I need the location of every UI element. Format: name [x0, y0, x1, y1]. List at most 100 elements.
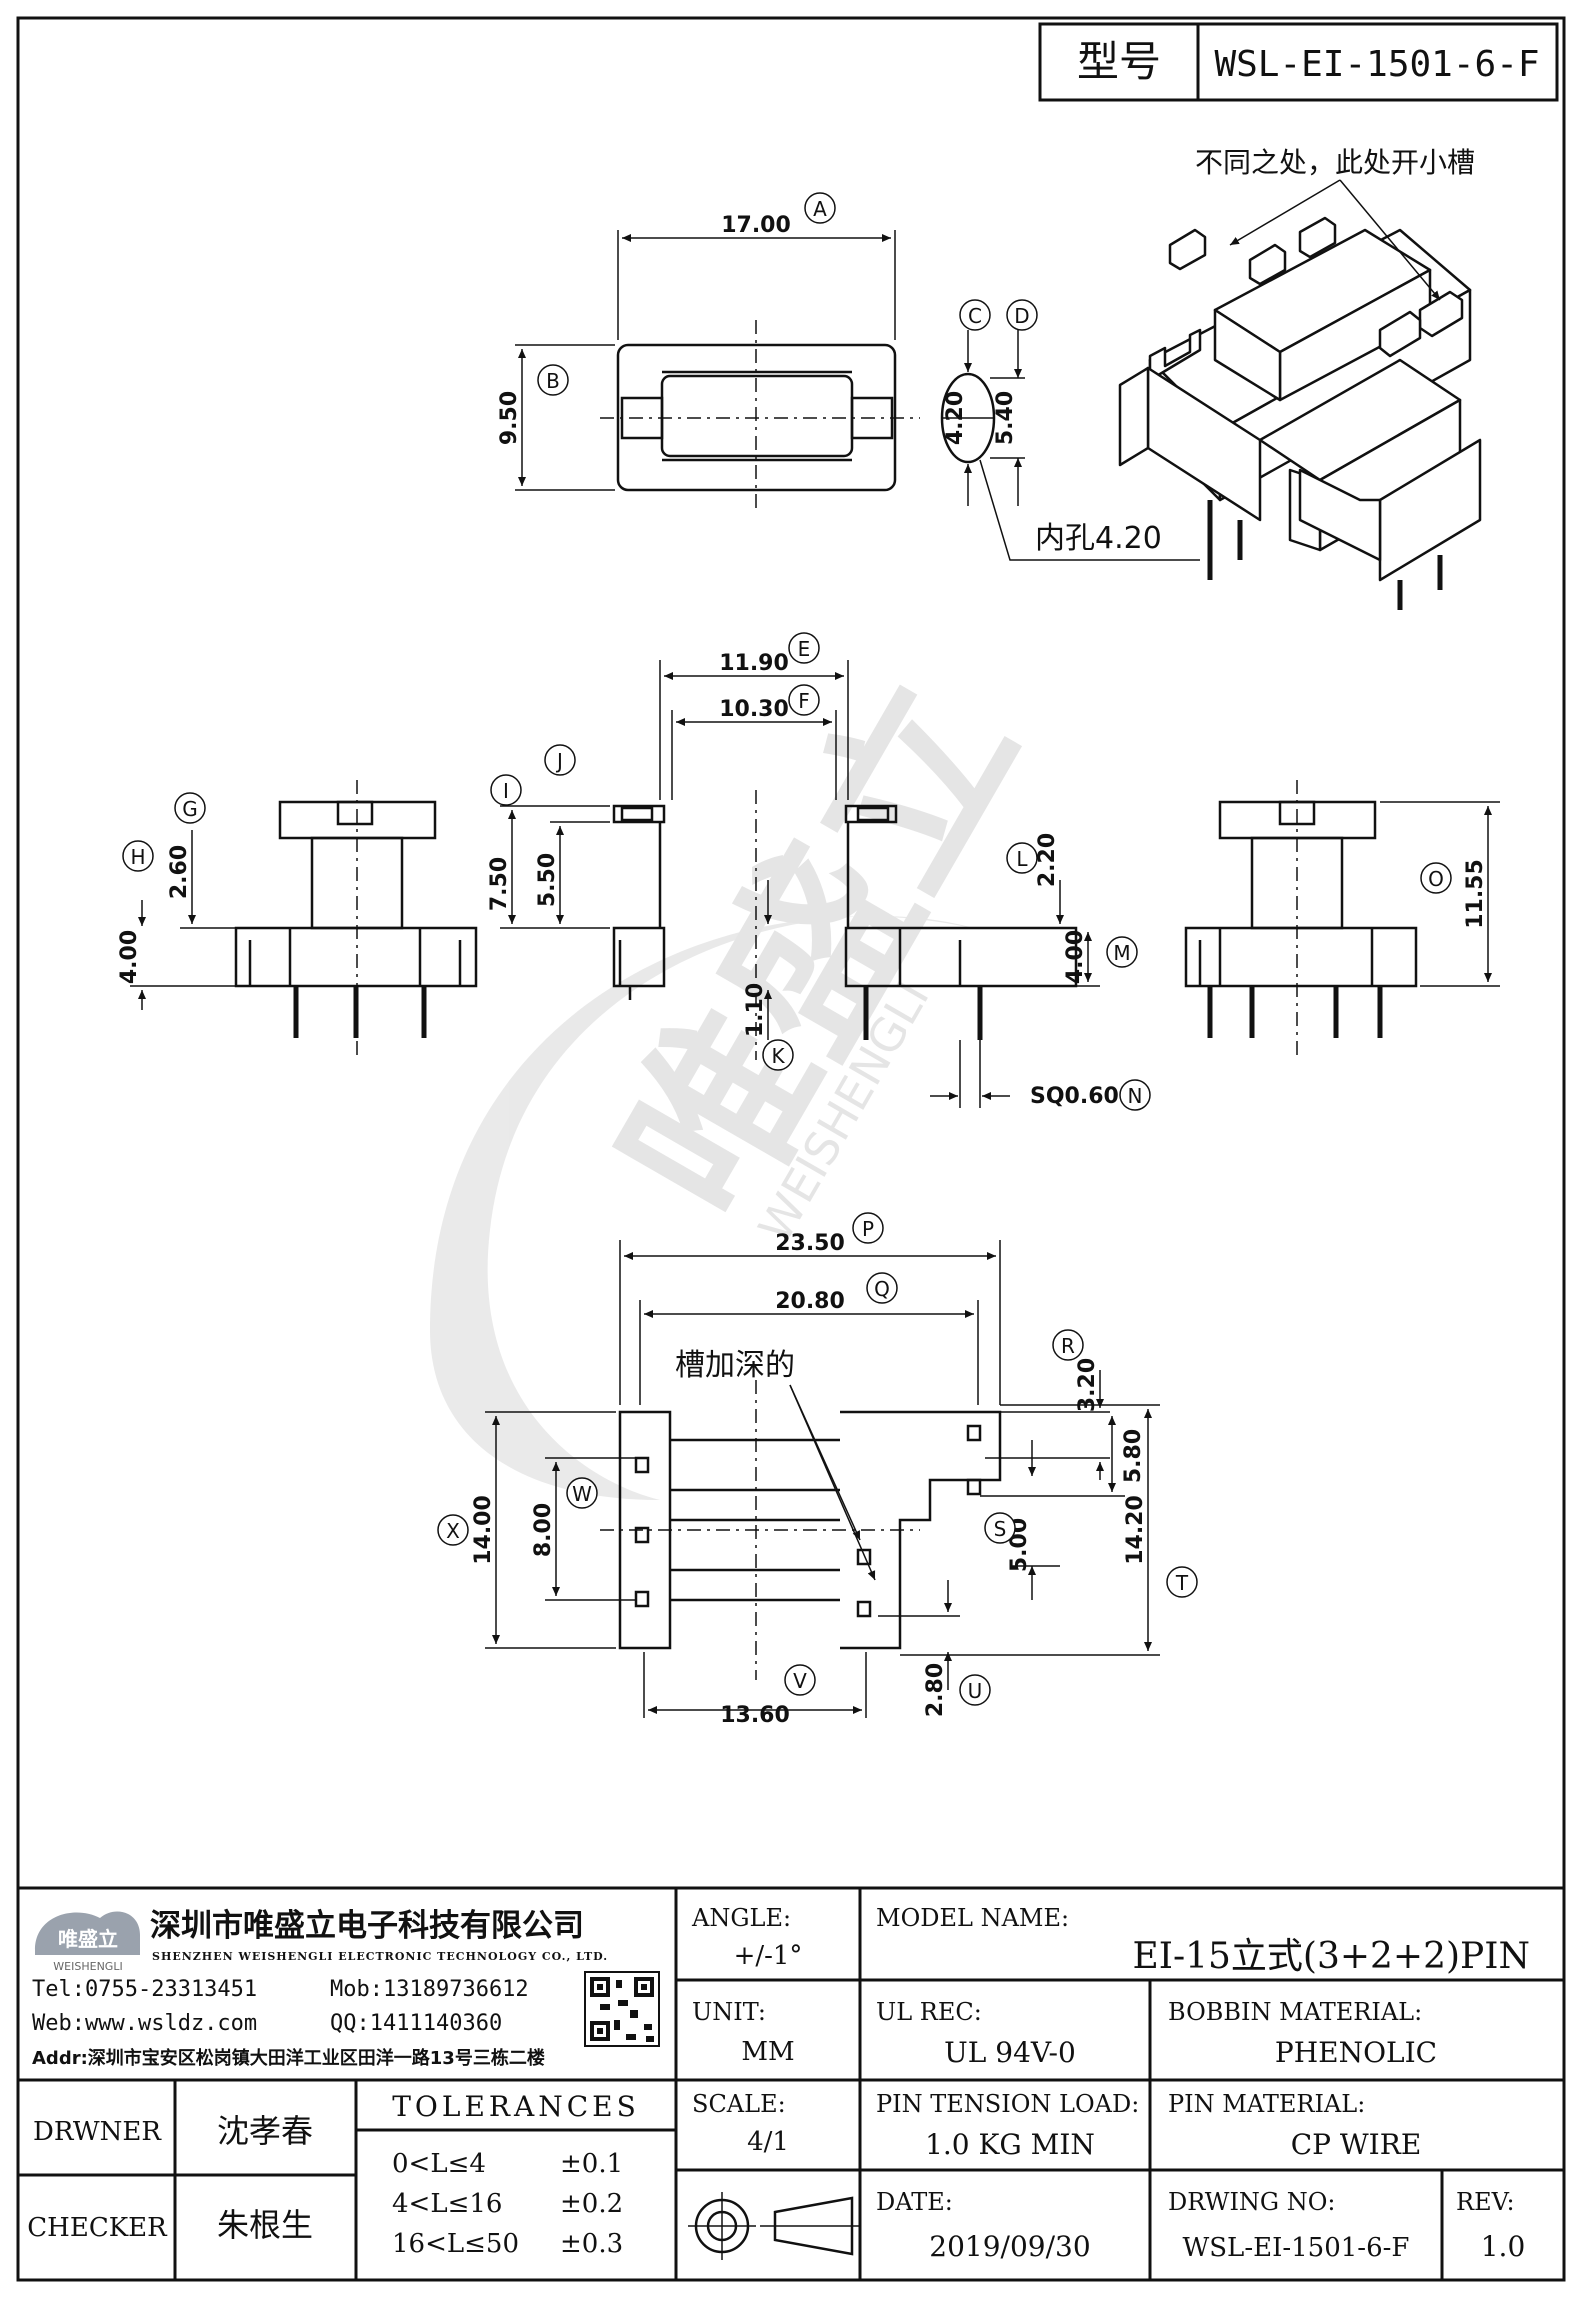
note-inner-hole: 内孔4.20	[979, 459, 1200, 561]
dim-P-value: 23.50	[775, 1231, 845, 1256]
dim-O: 11.55 O	[1380, 801, 1500, 987]
dim-E-ref: E	[798, 637, 811, 661]
dim-U-ref: U	[968, 1679, 983, 1703]
dim-U: 2.80 U	[878, 1580, 991, 1717]
date-value: 2019/09/30	[929, 2230, 1090, 2263]
logo-text: 唯盛立	[58, 1927, 118, 1951]
model-label: 型号	[1077, 37, 1161, 86]
dim-P: 23.50 P	[619, 1212, 1001, 1405]
dim-B-value: 9.50	[497, 391, 522, 445]
dim-P-ref: P	[862, 1217, 874, 1241]
tol-range-3: 16<L≤50	[392, 2229, 519, 2259]
dim-T-ref: T	[1175, 1571, 1189, 1595]
dim-O-ref: O	[1428, 867, 1444, 891]
dim-C-ref: C	[968, 304, 982, 328]
dim-N: SQ0.60 N	[930, 1040, 1151, 1111]
sheet-frame	[16, 16, 1566, 2282]
model-value: WSL-EI-1501-6-F	[1214, 44, 1539, 85]
dim-M-ref: M	[1113, 941, 1130, 965]
note-slot-difference-text: 不同之处，此处开小槽	[1195, 146, 1475, 179]
title-block	[18, 1886, 1564, 2280]
tol-range-2: 4<L≤16	[392, 2189, 502, 2219]
checker-label: CHECKER	[27, 2213, 168, 2243]
side-view-left	[234, 780, 478, 1060]
dim-Y-value: 5.80	[1121, 1429, 1146, 1483]
side-view-center	[612, 790, 1078, 1060]
scale-label: SCALE:	[692, 2090, 786, 2118]
note-slot-difference: 不同之处，此处开小槽	[1195, 146, 1475, 301]
dim-I-ref: I	[503, 779, 509, 803]
dim-L: 2.20 L	[1006, 833, 1064, 924]
model-header: 型号 WSL-EI-1501-6-F	[1038, 22, 1559, 102]
pin-material-value: CP WIRE	[1291, 2128, 1422, 2161]
dim-M-value: 4.00	[1063, 930, 1088, 984]
dim-J: 5.50 J	[535, 744, 610, 924]
angle-label: ANGLE:	[691, 1904, 791, 1932]
dim-A: 17.00 A	[617, 192, 896, 340]
company-name-cn: 深圳市唯盛立电子科技有限公司	[150, 1908, 584, 1944]
company-qq: QQ:1411140360	[330, 2011, 502, 2036]
dim-G-ref: G	[182, 797, 198, 821]
company-name-en: SHENZHEN WEISHENGLI ELECTRONIC TECHNOLOG…	[152, 1950, 608, 1963]
dim-B: 9.50 B	[497, 344, 615, 491]
pin-material-label: PIN MATERIAL:	[1168, 2090, 1365, 2118]
top-view	[600, 320, 996, 510]
dim-W-value: 8.00	[531, 1503, 556, 1557]
dim-G: 2.60 G	[167, 792, 312, 929]
company-addr: Addr:深圳市宝安区松岗镇大田洋工业区田洋一路13号三栋二楼	[32, 2047, 545, 2069]
dim-F: 10.30 F	[671, 684, 837, 800]
dim-H-ref: H	[130, 845, 145, 869]
dim-H-value: 4.00	[117, 930, 142, 984]
dim-X: 14.00 X	[437, 1411, 616, 1649]
dim-A-ref: A	[813, 197, 827, 221]
dim-V-ref: V	[793, 1669, 807, 1693]
dim-A-value: 17.00	[721, 213, 791, 238]
note-slot-deepened: 槽加深的	[675, 1348, 876, 1581]
dim-D-value: 5.40	[993, 391, 1018, 445]
drawing-no-label: DRWING NO:	[1168, 2188, 1336, 2216]
dim-K: 1.10 K	[743, 880, 794, 1071]
tol-value-1: ±0.1	[560, 2149, 623, 2179]
dim-L-value: 2.20	[1035, 833, 1060, 887]
dim-W: 8.00 W	[531, 1457, 636, 1601]
dim-F-value: 10.30	[719, 697, 789, 722]
date-label: DATE:	[876, 2188, 953, 2216]
tol-value-2: ±0.2	[560, 2189, 623, 2219]
tol-range-1: 0<L≤4	[392, 2149, 486, 2179]
dim-C: 4.20 C	[943, 299, 991, 506]
company-web: Web:www.wsldz.com	[32, 2011, 257, 2036]
projection-symbol-icon	[688, 2192, 860, 2260]
dim-I: 7.50 I	[487, 774, 610, 929]
bobbin-material-label: BOBBIN MATERIAL:	[1168, 1998, 1422, 2026]
dim-V: 13.60 V	[643, 1652, 867, 1728]
dim-X-value: 14.00	[471, 1495, 496, 1565]
dim-T: 14.20 T	[900, 1404, 1198, 1656]
isometric-view	[1118, 216, 1482, 610]
note-slot-deepened-text: 槽加深的	[675, 1348, 795, 1383]
scale-value: 4/1	[747, 2127, 789, 2157]
model-name-label: MODEL NAME:	[876, 1904, 1069, 1932]
model-name-value: EI-15立式(3+2+2)PIN	[1132, 1936, 1530, 1977]
pin-tension-label: PIN TENSION LOAD:	[876, 2090, 1139, 2118]
dim-V-value: 13.60	[720, 1703, 790, 1728]
dim-E: 11.90 E	[659, 632, 849, 800]
dim-F-ref: F	[798, 689, 810, 713]
drawing-no-value: WSL-EI-1501-6-F	[1183, 2233, 1410, 2263]
dim-T-value: 14.20	[1123, 1495, 1148, 1565]
dim-J-ref: J	[555, 749, 563, 773]
dim-D-ref: D	[1014, 304, 1029, 328]
dim-O-value: 11.55	[1463, 859, 1488, 929]
dim-R-ref: R	[1061, 1334, 1075, 1358]
drawer-name: 沈孝春	[217, 2112, 313, 2150]
bobbin-material-value: PHENOLIC	[1275, 2036, 1437, 2069]
dim-D: 5.40 D	[990, 299, 1038, 506]
pin-tension-value: 1.0 KG MIN	[925, 2128, 1095, 2161]
dim-E-value: 11.90	[719, 651, 789, 676]
drawer-label: DRWNER	[33, 2117, 162, 2147]
ul-rec-label: UL REC:	[876, 1998, 982, 2026]
dim-X-ref: X	[446, 1519, 460, 1543]
dim-U-value: 2.80	[923, 1663, 948, 1717]
dim-G-value: 2.60	[167, 845, 192, 899]
tol-value-3: ±0.3	[560, 2229, 623, 2259]
